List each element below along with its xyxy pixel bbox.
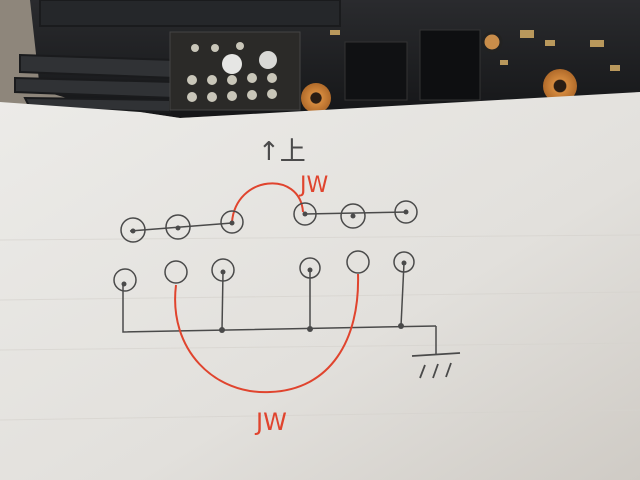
lower-jumper-arc xyxy=(174,273,360,394)
ground-bus xyxy=(122,262,437,355)
ground-symbol-icon xyxy=(411,352,461,379)
upper-pin-dots xyxy=(130,209,409,234)
upper-jumper-label: JW xyxy=(298,173,328,198)
screw xyxy=(481,31,503,53)
paper-sheet xyxy=(0,92,640,480)
pin-circle xyxy=(346,250,370,274)
smd-components xyxy=(330,30,620,71)
pin-circle xyxy=(340,203,366,229)
pin-header xyxy=(169,31,301,111)
upper-jumper-arc xyxy=(231,182,304,223)
controller-chip xyxy=(419,29,481,101)
mounting-hole xyxy=(543,69,577,103)
note-heading: ↑上 xyxy=(258,137,306,167)
pin-circle xyxy=(113,268,137,292)
upper-wires xyxy=(129,211,409,232)
memory-chip xyxy=(344,41,408,101)
paper-lines xyxy=(0,234,640,421)
junction-dots xyxy=(219,323,404,333)
pin-circle xyxy=(164,260,188,284)
mounting-hole xyxy=(301,83,331,113)
pin-circle xyxy=(220,210,244,234)
lower-jumper-label: JW xyxy=(254,408,287,436)
